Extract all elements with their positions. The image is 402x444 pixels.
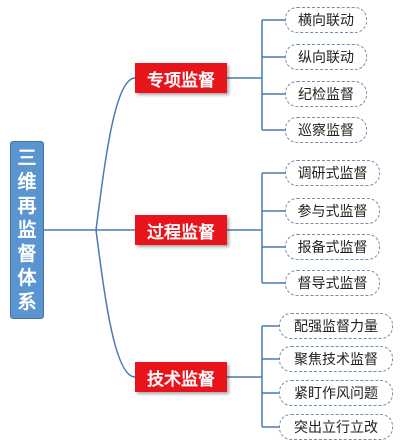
- leaf-node: 巡察监督: [285, 117, 367, 143]
- root-node: 三维再监督体系: [10, 141, 44, 319]
- category-special-supervision: 专项监督: [135, 63, 227, 93]
- leaf-node: 突出立行立改: [279, 414, 393, 440]
- category-process-supervision: 过程监督: [135, 215, 227, 245]
- leaf-node: 聚焦技术监督: [279, 346, 393, 372]
- leaf-node: 报备式监督: [285, 234, 380, 260]
- root-label: 三维再监督体系: [17, 147, 37, 313]
- category-technical-supervision: 技术监督: [135, 362, 227, 392]
- leaf-node: 纪检监督: [285, 81, 367, 107]
- leaf-node: 横向联动: [285, 7, 367, 33]
- leaf-node: 紧盯作风问题: [279, 380, 393, 406]
- leaf-node: 配强监督力量: [279, 313, 393, 339]
- leaf-node: 纵向联动: [285, 44, 367, 70]
- leaf-node: 参与式监督: [285, 198, 380, 224]
- leaf-node: 督导式监督: [285, 270, 380, 296]
- leaf-node: 调研式监督: [285, 160, 380, 186]
